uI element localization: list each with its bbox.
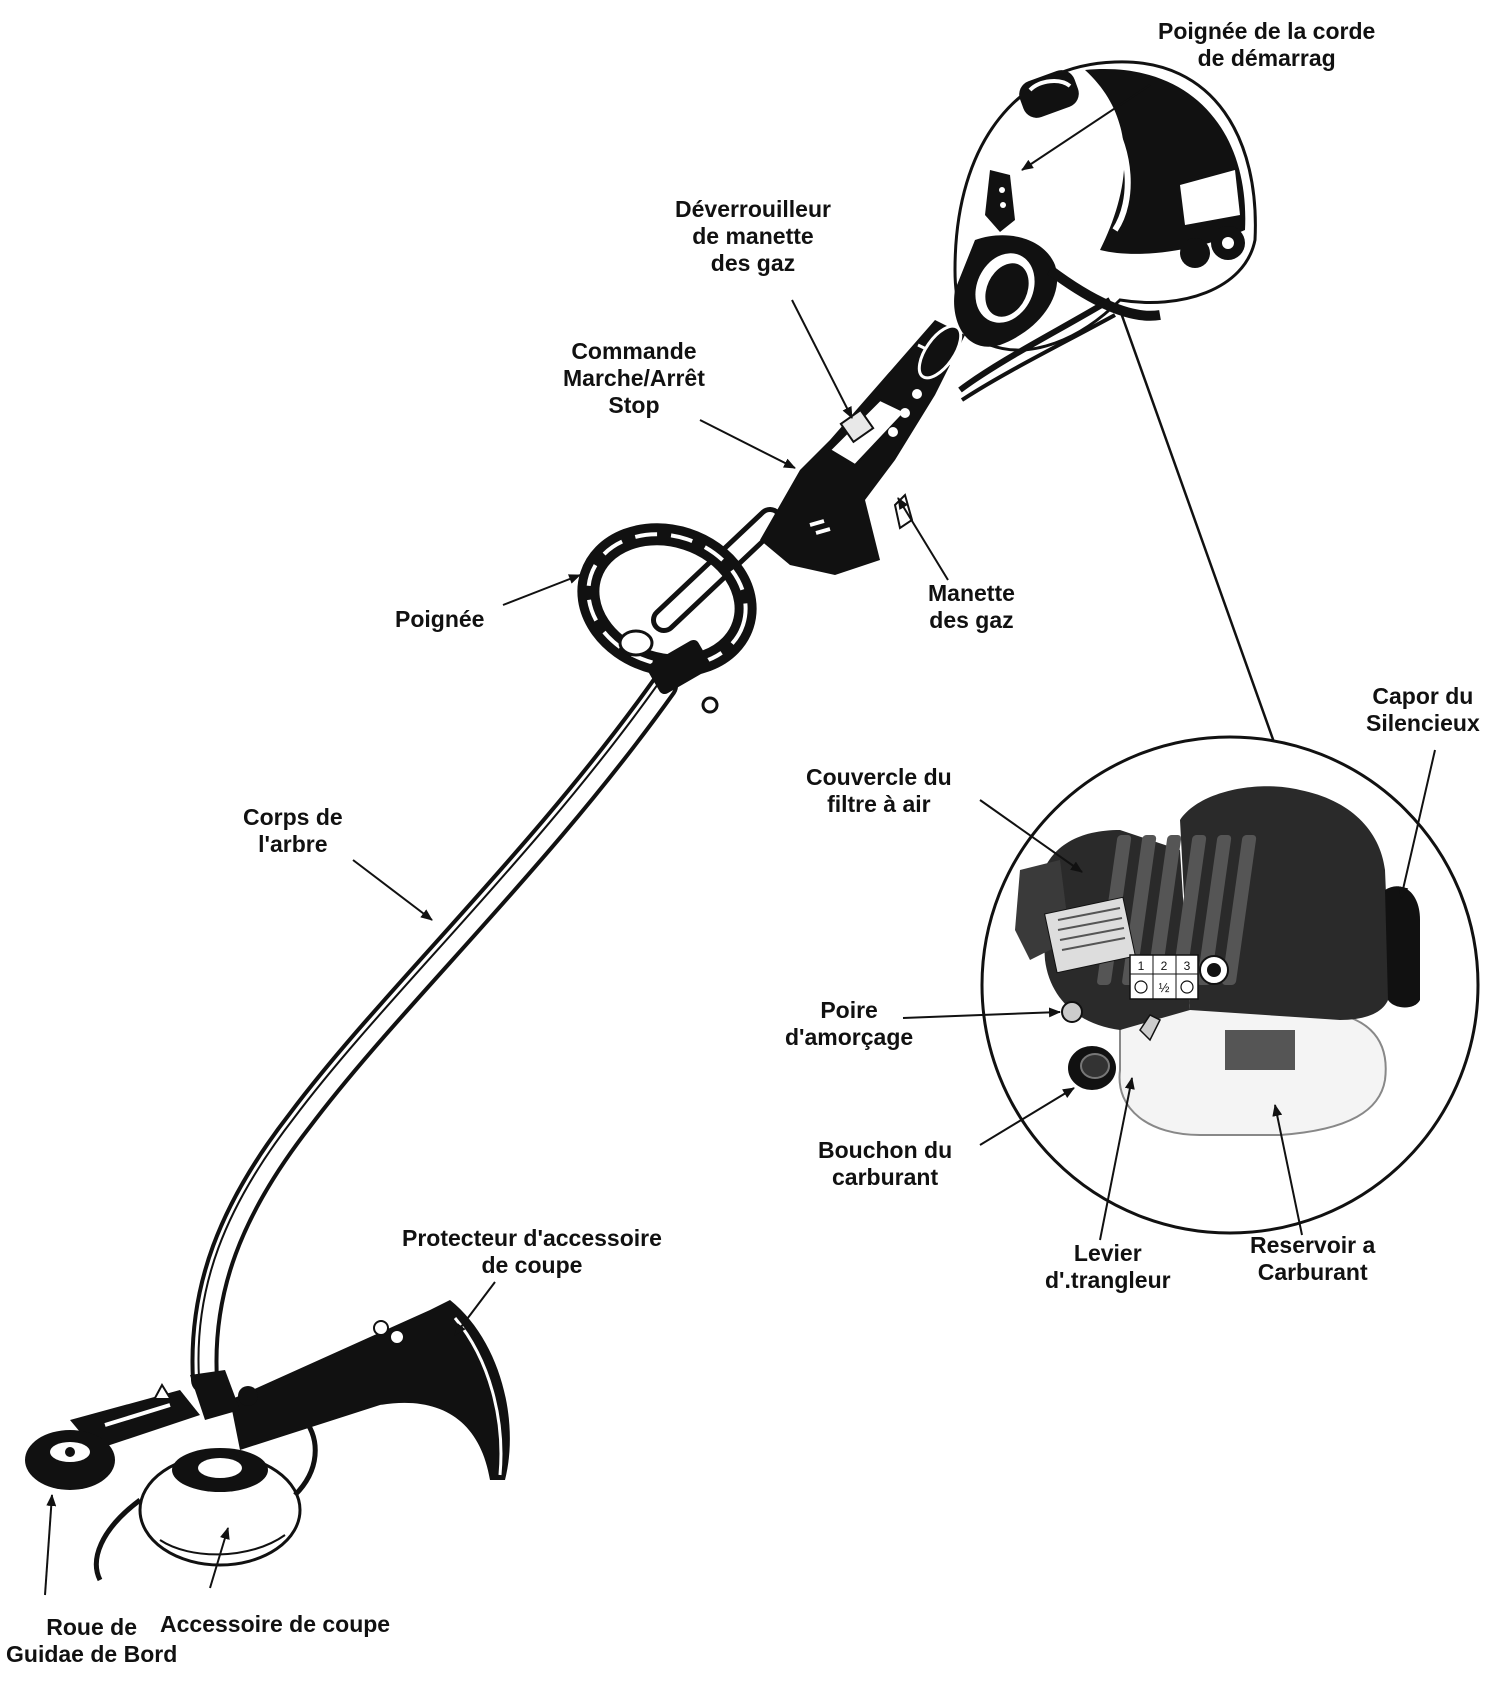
leader-primer-bulb <box>902 1007 1061 1019</box>
warning-decal: 1 2 3 ½ <box>1044 896 1229 1000</box>
leader-fuel-cap <box>979 1087 1075 1146</box>
engine-upper <box>953 60 1257 402</box>
label-handle: Poignée <box>395 606 485 632</box>
leader-choke-lever <box>1099 1077 1135 1241</box>
leader-on-off-switch <box>699 419 796 469</box>
decal-half: ½ <box>1159 980 1170 995</box>
loop-handle <box>577 523 757 714</box>
cutting-head-assembly <box>25 1300 510 1582</box>
leader-lines <box>44 84 1436 1596</box>
inset-connector <box>1118 309 1277 746</box>
shaft <box>190 507 783 1394</box>
leader-throttle-trigger <box>897 497 949 581</box>
leader-air-filter-cover <box>979 799 1083 873</box>
leader-muffler-cover <box>1398 749 1436 899</box>
decal-step-3: 3 <box>1184 959 1191 973</box>
decal-step-2: 2 <box>1161 959 1168 973</box>
leader-throttle-lockout <box>791 299 853 419</box>
label-cutting-head: Accessoire de coupe <box>160 1611 391 1637</box>
leader-edger-wheel <box>44 1494 57 1596</box>
leader-shaft <box>352 859 433 921</box>
leader-fuel-tank <box>1272 1104 1303 1236</box>
leader-cutting-head <box>209 1527 230 1589</box>
leader-guard <box>454 1281 496 1336</box>
leader-starter-handle <box>1021 84 1151 171</box>
grip-housing <box>760 320 968 575</box>
decal-step-1: 1 <box>1138 959 1145 973</box>
engine-inset: 1 2 3 ½ <box>980 735 1480 1235</box>
leader-handle <box>502 574 581 606</box>
